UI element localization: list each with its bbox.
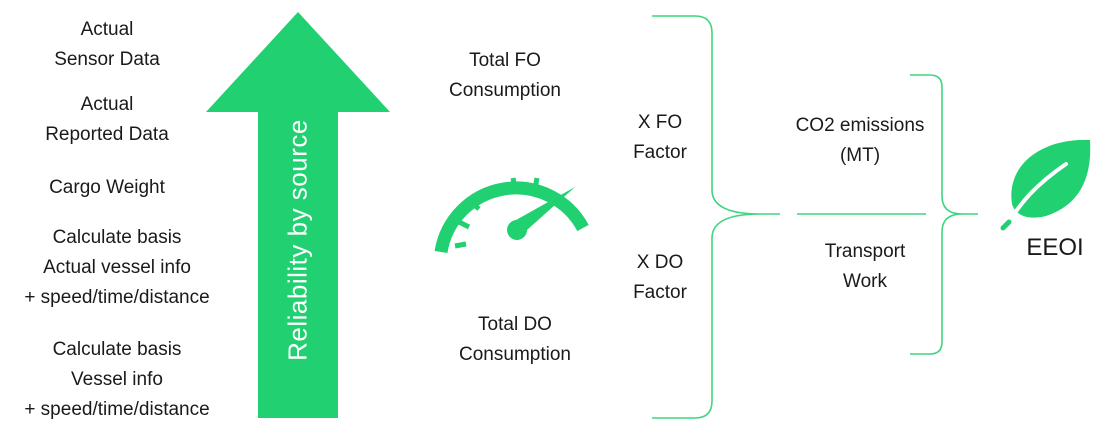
- source-calc-actual: Calculate basis Actual vessel info + spe…: [2, 223, 232, 313]
- speedometer-icon: [434, 177, 589, 254]
- do-consumption: Total DO Consumption: [440, 310, 590, 370]
- source-reported-data: Actual Reported Data: [30, 90, 184, 150]
- fo-factor-line: X FO: [637, 112, 683, 133]
- source-cargo-weight: Cargo Weight: [30, 173, 184, 203]
- source-line: Actual: [80, 94, 134, 115]
- transport-work: Transport Work: [800, 237, 930, 297]
- bracket-left: [652, 15, 780, 419]
- eeoi-label: EEOI: [1026, 234, 1084, 261]
- do-factor: X DO Factor: [620, 248, 700, 308]
- do-factor-line: Factor: [633, 282, 687, 303]
- do-consumption-line: Consumption: [459, 344, 571, 365]
- source-line: Sensor Data: [54, 49, 160, 70]
- source-line: + speed/time/distance: [24, 399, 210, 420]
- source-line: Vessel info: [71, 369, 163, 390]
- fo-consumption-line: Total FO: [469, 50, 541, 71]
- do-factor-line: X DO: [636, 252, 684, 273]
- source-line: Calculate basis: [52, 339, 182, 360]
- bracket-right: [910, 74, 978, 355]
- leaf-icon: [1000, 139, 1091, 231]
- transport-line: Transport: [824, 241, 906, 262]
- fo-factor-line: Factor: [633, 142, 687, 163]
- source-line: Actual: [80, 19, 134, 40]
- source-line: Actual vessel info: [43, 257, 191, 278]
- co2-emissions: CO2 emissions (MT): [785, 111, 935, 171]
- transport-line: Work: [843, 271, 887, 292]
- source-line: Calculate basis: [52, 227, 182, 248]
- source-calc-vessel: Calculate basis Vessel info + speed/time…: [2, 335, 232, 425]
- co2-line: (MT): [839, 145, 881, 166]
- reliability-arrow: [206, 12, 390, 418]
- reliability-label: Reliability by source: [282, 119, 313, 361]
- do-consumption-line: Total DO: [478, 314, 552, 335]
- source-line: Cargo Weight: [49, 177, 165, 198]
- source-sensor-data: Actual Sensor Data: [52, 15, 162, 75]
- fo-consumption: Total FO Consumption: [430, 46, 580, 106]
- fo-factor: X FO Factor: [620, 108, 700, 168]
- co2-line: CO2 emissions: [795, 115, 925, 136]
- source-line: + speed/time/distance: [24, 287, 210, 308]
- fo-consumption-line: Consumption: [449, 80, 561, 101]
- source-line: Reported Data: [45, 124, 169, 145]
